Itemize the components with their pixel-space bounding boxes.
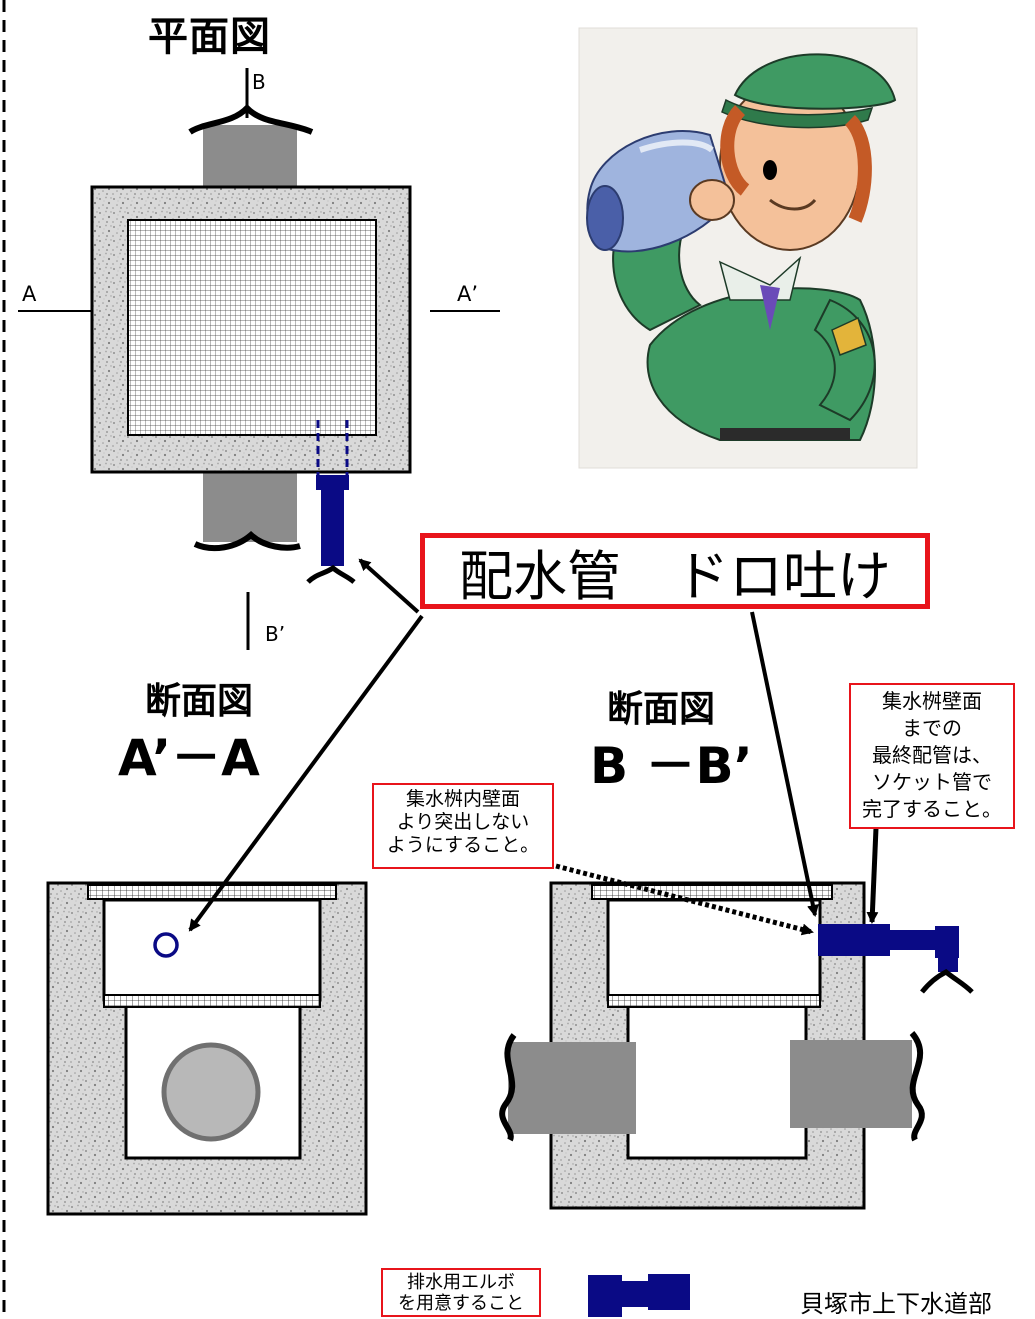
- main-label-text: 配水管 ドロ吐け: [459, 544, 891, 608]
- note-inner-wall-line: ようにすること。: [386, 834, 540, 856]
- section-mark-b-prime: B’: [265, 622, 286, 646]
- note-inner-wall-line: より突出しない: [396, 811, 530, 833]
- note-socket-line: 集水桝壁面: [882, 689, 982, 713]
- note-elbow-line: を用意すること: [398, 1293, 524, 1314]
- note-elbow-line: 排水用エルボ: [407, 1272, 515, 1293]
- note-inner-wall-line: 集水桝内壁面: [405, 788, 520, 810]
- section-mark-a: A: [22, 282, 37, 306]
- note-socket-pipe: 集水桝壁面 までの 最終配管は、 ソケット管で 完了すること。: [849, 683, 1015, 829]
- note-socket-line: 完了すること。: [862, 797, 1002, 821]
- section-aa-title: 断面図: [145, 681, 254, 722]
- plan-view-title: 平面図: [148, 14, 271, 60]
- main-label-box: 配水管 ドロ吐け: [420, 533, 930, 609]
- plan-grating: [127, 219, 377, 436]
- section-aa-sewer-pipe: [161, 1042, 261, 1142]
- note-inner-wall: 集水桝内壁面 より突出しない ようにすること。: [372, 783, 554, 869]
- section-aa-code: A’－A: [118, 729, 260, 787]
- section-aa-grating-mid: [103, 994, 321, 1008]
- section-mark-b: B: [252, 70, 266, 94]
- section-bb-grating-top: [591, 884, 833, 900]
- section-aa-drain-outlet: [153, 932, 179, 958]
- section-bb-view: [499, 881, 974, 1210]
- section-mark-a-prime: A’: [457, 282, 479, 306]
- plan-drain-pipe: [316, 475, 349, 490]
- credit-text: 貝塚市上下水道部: [800, 1290, 992, 1318]
- section-aa-view: [46, 881, 368, 1216]
- section-bb-title: 断面図: [607, 689, 716, 730]
- section-bb-sewer-pipe-right: [790, 1040, 912, 1128]
- annotation-arrows: [188, 558, 879, 936]
- note-socket-line: 最終配管は、: [872, 743, 992, 767]
- worker-drinking-illustration: [578, 27, 918, 469]
- section-bb-grating-mid: [607, 994, 821, 1008]
- note-elbow: 排水用エルボ を用意すること: [381, 1268, 541, 1317]
- plan-view: [18, 68, 500, 650]
- section-bb-drain-pipe: [818, 924, 890, 956]
- note-socket-line: までの: [902, 716, 962, 740]
- section-bb-code: B －B’: [590, 737, 753, 795]
- section-bb-sewer-pipe-left: [508, 1042, 636, 1134]
- elbow-legend-icon: [588, 1274, 690, 1317]
- plan-sewer-pipe-top: [203, 125, 297, 189]
- note-socket-line: ソケット管で: [872, 770, 992, 794]
- plan-sewer-pipe-bottom: [203, 472, 297, 542]
